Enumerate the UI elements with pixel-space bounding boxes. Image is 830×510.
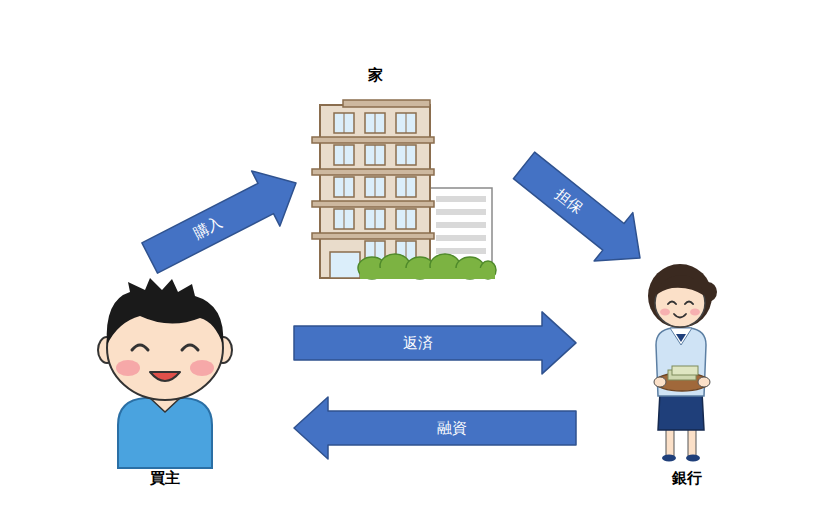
illustrated-node: 家 (300, 62, 520, 282)
illustrated-node: 銀行 (580, 262, 780, 490)
block-arrow (294, 397, 576, 459)
arrow-label: 購入 (190, 213, 225, 243)
building-illustration (312, 100, 496, 279)
buyer-illustration (98, 278, 232, 468)
arrow-label: 融資 (437, 419, 467, 437)
node-label: 家 (368, 66, 383, 84)
node-label: 銀行 (672, 469, 702, 487)
block-arrow (513, 152, 640, 261)
arrow-label: 担保 (551, 185, 586, 218)
bank-clerk-illustration (648, 264, 717, 462)
arrow-label: 返済 (403, 334, 433, 352)
block-arrow (294, 312, 576, 374)
block-arrow (142, 171, 296, 273)
node-label: 買主 (150, 469, 180, 487)
illustrated-node: 買主 (60, 262, 290, 490)
